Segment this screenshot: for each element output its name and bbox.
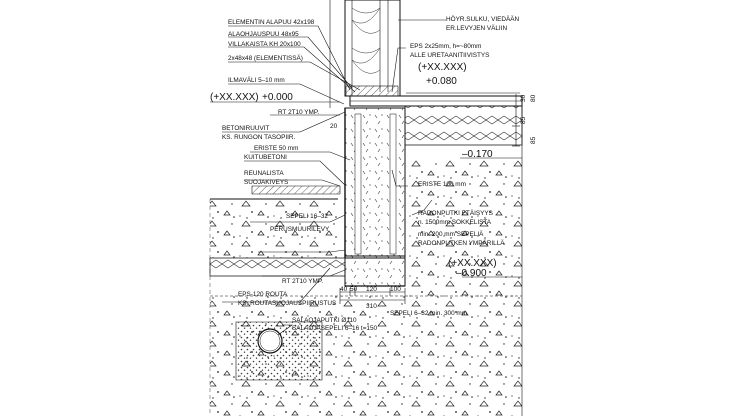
dim-side-80: 80	[530, 94, 537, 102]
label-drain-gravel: SALAOJASEPELI 6–16 t=150	[292, 325, 378, 332]
right-labels: HÖYR.SULKU, VIEDÄÄN ER.LEVYJEN VÄLIIN EP…	[390, 15, 520, 317]
elevation-ground-placeholder: (+XX.XXX)	[210, 92, 259, 103]
footing	[344, 255, 406, 287]
label-rt-ref-bottom: RT 2T10 YMP.	[282, 278, 323, 285]
dimension-texts: 20 40 50 120 100 310 30 80 85 85	[330, 94, 537, 310]
label-foundation-board: PERUSMUURILEVY	[270, 226, 330, 233]
left-labels: ELEMENTIN ALAPUU 42x198 ALAOHJAUSPUU 48x…	[222, 19, 378, 332]
label-edge-protection: REUNALISTA	[244, 170, 284, 177]
elevation-ground: +0.000	[262, 92, 293, 103]
upper-frame-lines	[329, 0, 401, 108]
label-eps-frost: EPS-120 ROUTA	[238, 291, 288, 298]
elevation-footing-placeholder: (+XX.XXX)	[448, 258, 497, 269]
label-concrete-screws-ref: KS. RUNGON TASOPIIR.	[222, 134, 295, 141]
dim-50: 50	[350, 286, 358, 293]
label-eps-urethane-2: ALLE URETAANITIIVISTYS	[410, 52, 489, 59]
dim-side-85b: 85	[530, 136, 537, 144]
label-concrete-screws: BETONIRUUVIT	[222, 125, 270, 132]
label-radon-gravel: min. 200 mm SEPELIÄ	[418, 230, 484, 238]
label-insulation-100: ERISTE 100 mm	[418, 181, 466, 188]
eps-frost-insulation	[209, 257, 346, 277]
elevation-marks: (+XX.XXX) +0.080 (+XX.XXX) +0.000 –0.170…	[210, 62, 497, 279]
ground-fill	[210, 160, 522, 416]
elevation-floor: +0.080	[426, 76, 457, 87]
elevation-floor-placeholder: (+XX.XXX)	[418, 62, 467, 73]
cut-line-right	[209, 96, 523, 416]
label-fibre-concrete: KUITUBETONI	[244, 154, 287, 161]
dim-gap-20: 20	[330, 123, 338, 130]
label-sill-wood: ALAOHJAUSPUU 48x95	[228, 31, 299, 38]
label-felt-strip: VILLAKAISTA KH 20x100	[228, 41, 301, 48]
edge-protection-stones	[251, 185, 341, 195]
dim-120: 120	[366, 286, 377, 293]
drain-pipe	[257, 328, 283, 354]
slab-insulation	[404, 105, 523, 146]
dim-100: 100	[390, 286, 401, 293]
label-edge-protection-stones: SUOJAKIVEYS	[244, 179, 288, 186]
label-insulation-50: ERISTE 50 mm	[254, 145, 298, 152]
label-vapour-barrier-2: ER.LEVYJEN VÄLIIN	[446, 24, 507, 32]
dim-side-30: 30	[520, 94, 527, 102]
foundation-wall	[344, 107, 406, 259]
label-radon-pipe-2: n. 1500mm SOKKELISTA	[418, 219, 492, 226]
label-eps-frost-ref: KS. ROUTASUOJAUSPIIRUSTUS	[238, 300, 336, 307]
floor-slab	[349, 95, 523, 107]
label-radon-pipe: RADONPUTKI ETÄISYYS	[418, 209, 493, 217]
label-radon-gravel-2: RADONPUTKEN YMPÄRILLÄ	[418, 239, 505, 247]
label-element-lower-plate: ELEMENTIN ALAPUU 42x198	[228, 19, 315, 26]
dim-total-310: 310	[366, 303, 377, 310]
wall-element	[344, 0, 401, 97]
label-air-gap: ILMAVÄLI 5–10 mm	[228, 76, 285, 84]
dimension-bottom	[339, 288, 406, 304]
label-gravel-16-32: SEPELI 16–32	[286, 213, 328, 220]
leader-lines	[210, 19, 522, 336]
dimension-right	[512, 94, 520, 147]
label-eps-urethane: EPS 2x25mm, h=~80mm	[410, 43, 481, 50]
dim-40: 40	[340, 286, 348, 293]
ground-surface-line	[210, 198, 522, 381]
label-vapour-barrier: HÖYR.SULKU, VIEDÄÄN	[446, 15, 520, 23]
label-rt-ref-top: RT 2T10 YMP.	[278, 109, 319, 116]
elevation-footing: –0.900	[456, 268, 487, 279]
label-element-studs: 2x48x48 (ELEMENTISSÄ)	[228, 54, 303, 62]
label-drain-pipe: SALAOJAPUTKI Ø110	[292, 317, 357, 324]
label-gravel-6-32: SEPELI 6–32 min. 300 mm	[390, 310, 467, 317]
elevation-slab-underside: –0.170	[462, 149, 493, 160]
dim-side-85: 85	[520, 116, 527, 124]
